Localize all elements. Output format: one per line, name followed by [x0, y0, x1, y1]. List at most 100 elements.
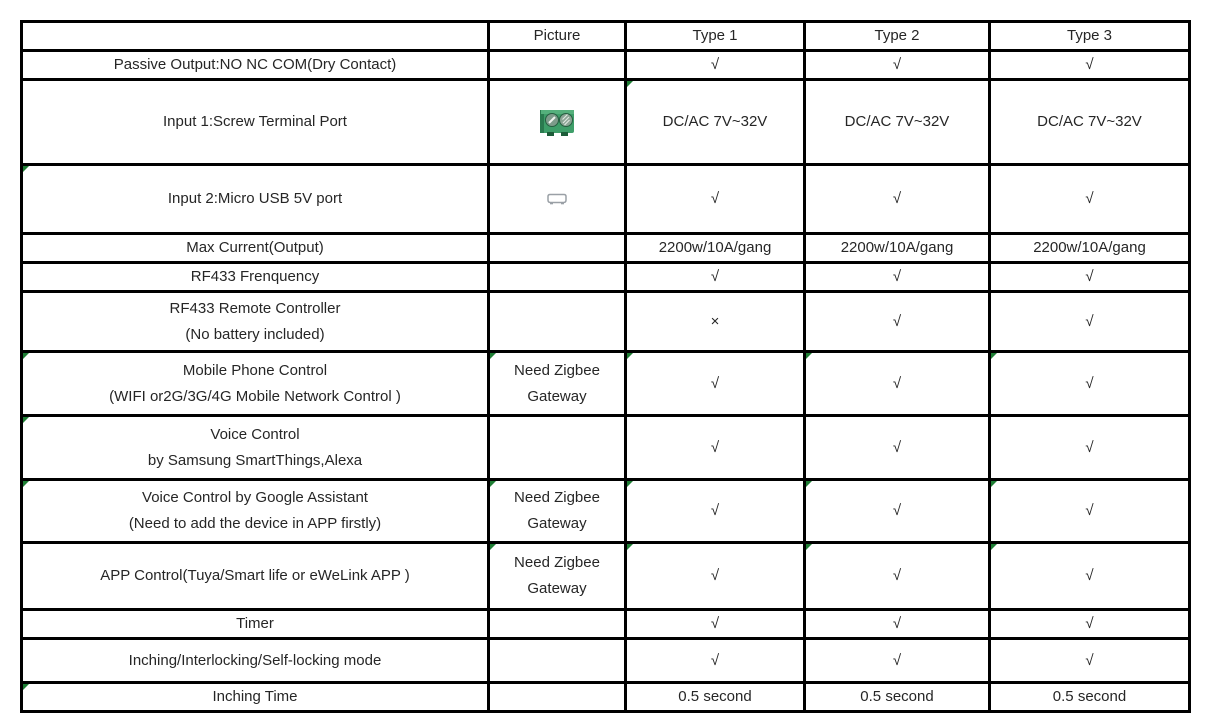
- header-type3: Type 3: [988, 20, 1191, 52]
- table-row: Max Current(Output) 2200w/10A/gang 2200w…: [20, 232, 1191, 264]
- value-label: 2200w/10A/gang: [840, 239, 954, 256]
- type3-cell: √: [988, 414, 1191, 481]
- type2-cell: 0.5 second: [803, 681, 991, 713]
- cross-mark: ×: [710, 312, 720, 330]
- check-mark: √: [710, 190, 720, 207]
- feature-label: APP Control(Tuya/Smart life or eWeLink A…: [100, 567, 410, 584]
- value-label: DC/AC 7V~32V: [662, 113, 768, 130]
- type3-cell: DC/AC 7V~32V: [988, 78, 1191, 166]
- excel-flag-icon: [491, 545, 496, 550]
- feature-cell: Input 1:Screw Terminal Port: [20, 78, 490, 166]
- feature-cell: Mobile Phone Control (WIFI or2G/3G/4G Mo…: [20, 350, 490, 417]
- type3-cell: √: [988, 49, 1191, 81]
- type3-cell: 2200w/10A/gang: [988, 232, 1191, 264]
- type1-cell: √: [624, 608, 806, 640]
- check-mark: √: [1085, 438, 1094, 456]
- table-row: Inching/Interlocking/Self-locking mode √…: [20, 637, 1191, 684]
- value-label: DC/AC 7V~32V: [844, 113, 950, 130]
- feature-cell: RF433 Remote Controller (No battery incl…: [20, 290, 490, 353]
- excel-flag-icon: [491, 482, 496, 487]
- check-mark: √: [1085, 268, 1094, 285]
- header-feature: [20, 20, 490, 52]
- check-mark: √: [1085, 374, 1094, 392]
- header-picture-label: Picture: [533, 27, 581, 44]
- header-picture: Picture: [487, 20, 627, 52]
- check-mark: √: [1085, 615, 1094, 632]
- type2-cell: √: [803, 478, 991, 544]
- header-type1-label: Type 1: [692, 27, 738, 44]
- check-mark: √: [710, 651, 720, 669]
- value-label: 0.5 second: [860, 688, 934, 705]
- header-type3-label: Type 3: [1066, 27, 1113, 44]
- feature-label: Timer: [236, 615, 274, 632]
- picture-cell: Need Zigbee Gateway: [487, 541, 627, 611]
- check-mark: √: [1085, 312, 1094, 330]
- check-mark: √: [1085, 502, 1094, 519]
- table-row: Passive Output:NO NC COM(Dry Contact) √ …: [20, 49, 1191, 81]
- header-type2-label: Type 2: [874, 27, 920, 44]
- check-mark: √: [710, 374, 720, 392]
- type3-cell: √: [988, 637, 1191, 684]
- feature-cell: Max Current(Output): [20, 232, 490, 264]
- type1-cell: 0.5 second: [624, 681, 806, 713]
- type2-cell: DC/AC 7V~32V: [803, 78, 991, 166]
- type3-cell: 0.5 second: [988, 681, 1191, 713]
- type2-cell: √: [803, 49, 991, 81]
- excel-flag-icon: [24, 685, 29, 690]
- picture-label: Need Zigbee Gateway: [514, 554, 600, 597]
- feature-label: Inching Time: [212, 688, 298, 705]
- picture-cell: [487, 49, 627, 81]
- type3-cell: √: [988, 478, 1191, 544]
- feature-label: RF433 Remote Controller (No battery incl…: [169, 299, 341, 343]
- check-mark: √: [1085, 190, 1094, 207]
- excel-flag-icon: [992, 482, 997, 487]
- feature-label: Input 1:Screw Terminal Port: [163, 113, 347, 130]
- feature-label: Passive Output:NO NC COM(Dry Contact): [113, 56, 397, 73]
- excel-flag-icon: [24, 418, 29, 423]
- check-mark: √: [710, 502, 720, 519]
- check-mark: √: [892, 56, 902, 73]
- type1-cell: 2200w/10A/gang: [624, 232, 806, 264]
- table-row: Mobile Phone Control (WIFI or2G/3G/4G Mo…: [20, 350, 1191, 417]
- excel-flag-icon: [628, 82, 633, 87]
- check-mark: √: [1085, 567, 1094, 584]
- check-mark: √: [710, 268, 720, 285]
- feature-cell: Voice Control by Google Assistant (Need …: [20, 478, 490, 544]
- table-row: RF433 Remote Controller (No battery incl…: [20, 290, 1191, 353]
- feature-cell: APP Control(Tuya/Smart life or eWeLink A…: [20, 541, 490, 611]
- type1-cell: √: [624, 163, 806, 235]
- type2-cell: √: [803, 608, 991, 640]
- excel-flag-icon: [24, 482, 29, 487]
- type2-cell: 2200w/10A/gang: [803, 232, 991, 264]
- value-label: 0.5 second: [1052, 688, 1127, 705]
- feature-label: Input 2:Micro USB 5V port: [167, 190, 343, 207]
- check-mark: √: [710, 56, 720, 73]
- picture-cell: Need Zigbee Gateway: [487, 350, 627, 417]
- header-type1: Type 1: [624, 20, 806, 52]
- comparison-table: Picture Type 1 Type 2 Type 3 Passive Out…: [20, 20, 1191, 713]
- type2-cell: √: [803, 290, 991, 353]
- picture-label: Need Zigbee Gateway: [514, 361, 600, 405]
- excel-flag-icon: [628, 482, 633, 487]
- table-row: Timer √ √ √: [20, 608, 1191, 640]
- type3-cell: √: [988, 261, 1191, 293]
- feature-label: Max Current(Output): [186, 239, 324, 256]
- check-mark: √: [892, 567, 902, 584]
- table-row: Voice Control by Samsung SmartThings,Ale…: [20, 414, 1191, 481]
- type3-cell: √: [988, 608, 1191, 640]
- type3-cell: √: [988, 541, 1191, 611]
- feature-label: Voice Control by Google Assistant (Need …: [128, 489, 382, 532]
- picture-cell: Need Zigbee Gateway: [487, 478, 627, 544]
- type2-cell: √: [803, 541, 991, 611]
- type1-cell: √: [624, 49, 806, 81]
- picture-cell: [487, 637, 627, 684]
- type1-cell: √: [624, 478, 806, 544]
- type1-cell: √: [624, 261, 806, 293]
- value-label: 2200w/10A/gang: [658, 239, 772, 256]
- type2-cell: √: [803, 261, 991, 293]
- screw-terminal-icon: [494, 107, 620, 137]
- feature-label: Mobile Phone Control (WIFI or2G/3G/4G Mo…: [109, 361, 401, 405]
- check-mark: √: [892, 268, 902, 285]
- feature-label: Voice Control by Samsung SmartThings,Ale…: [147, 425, 363, 469]
- feature-cell: Inching/Interlocking/Self-locking mode: [20, 637, 490, 684]
